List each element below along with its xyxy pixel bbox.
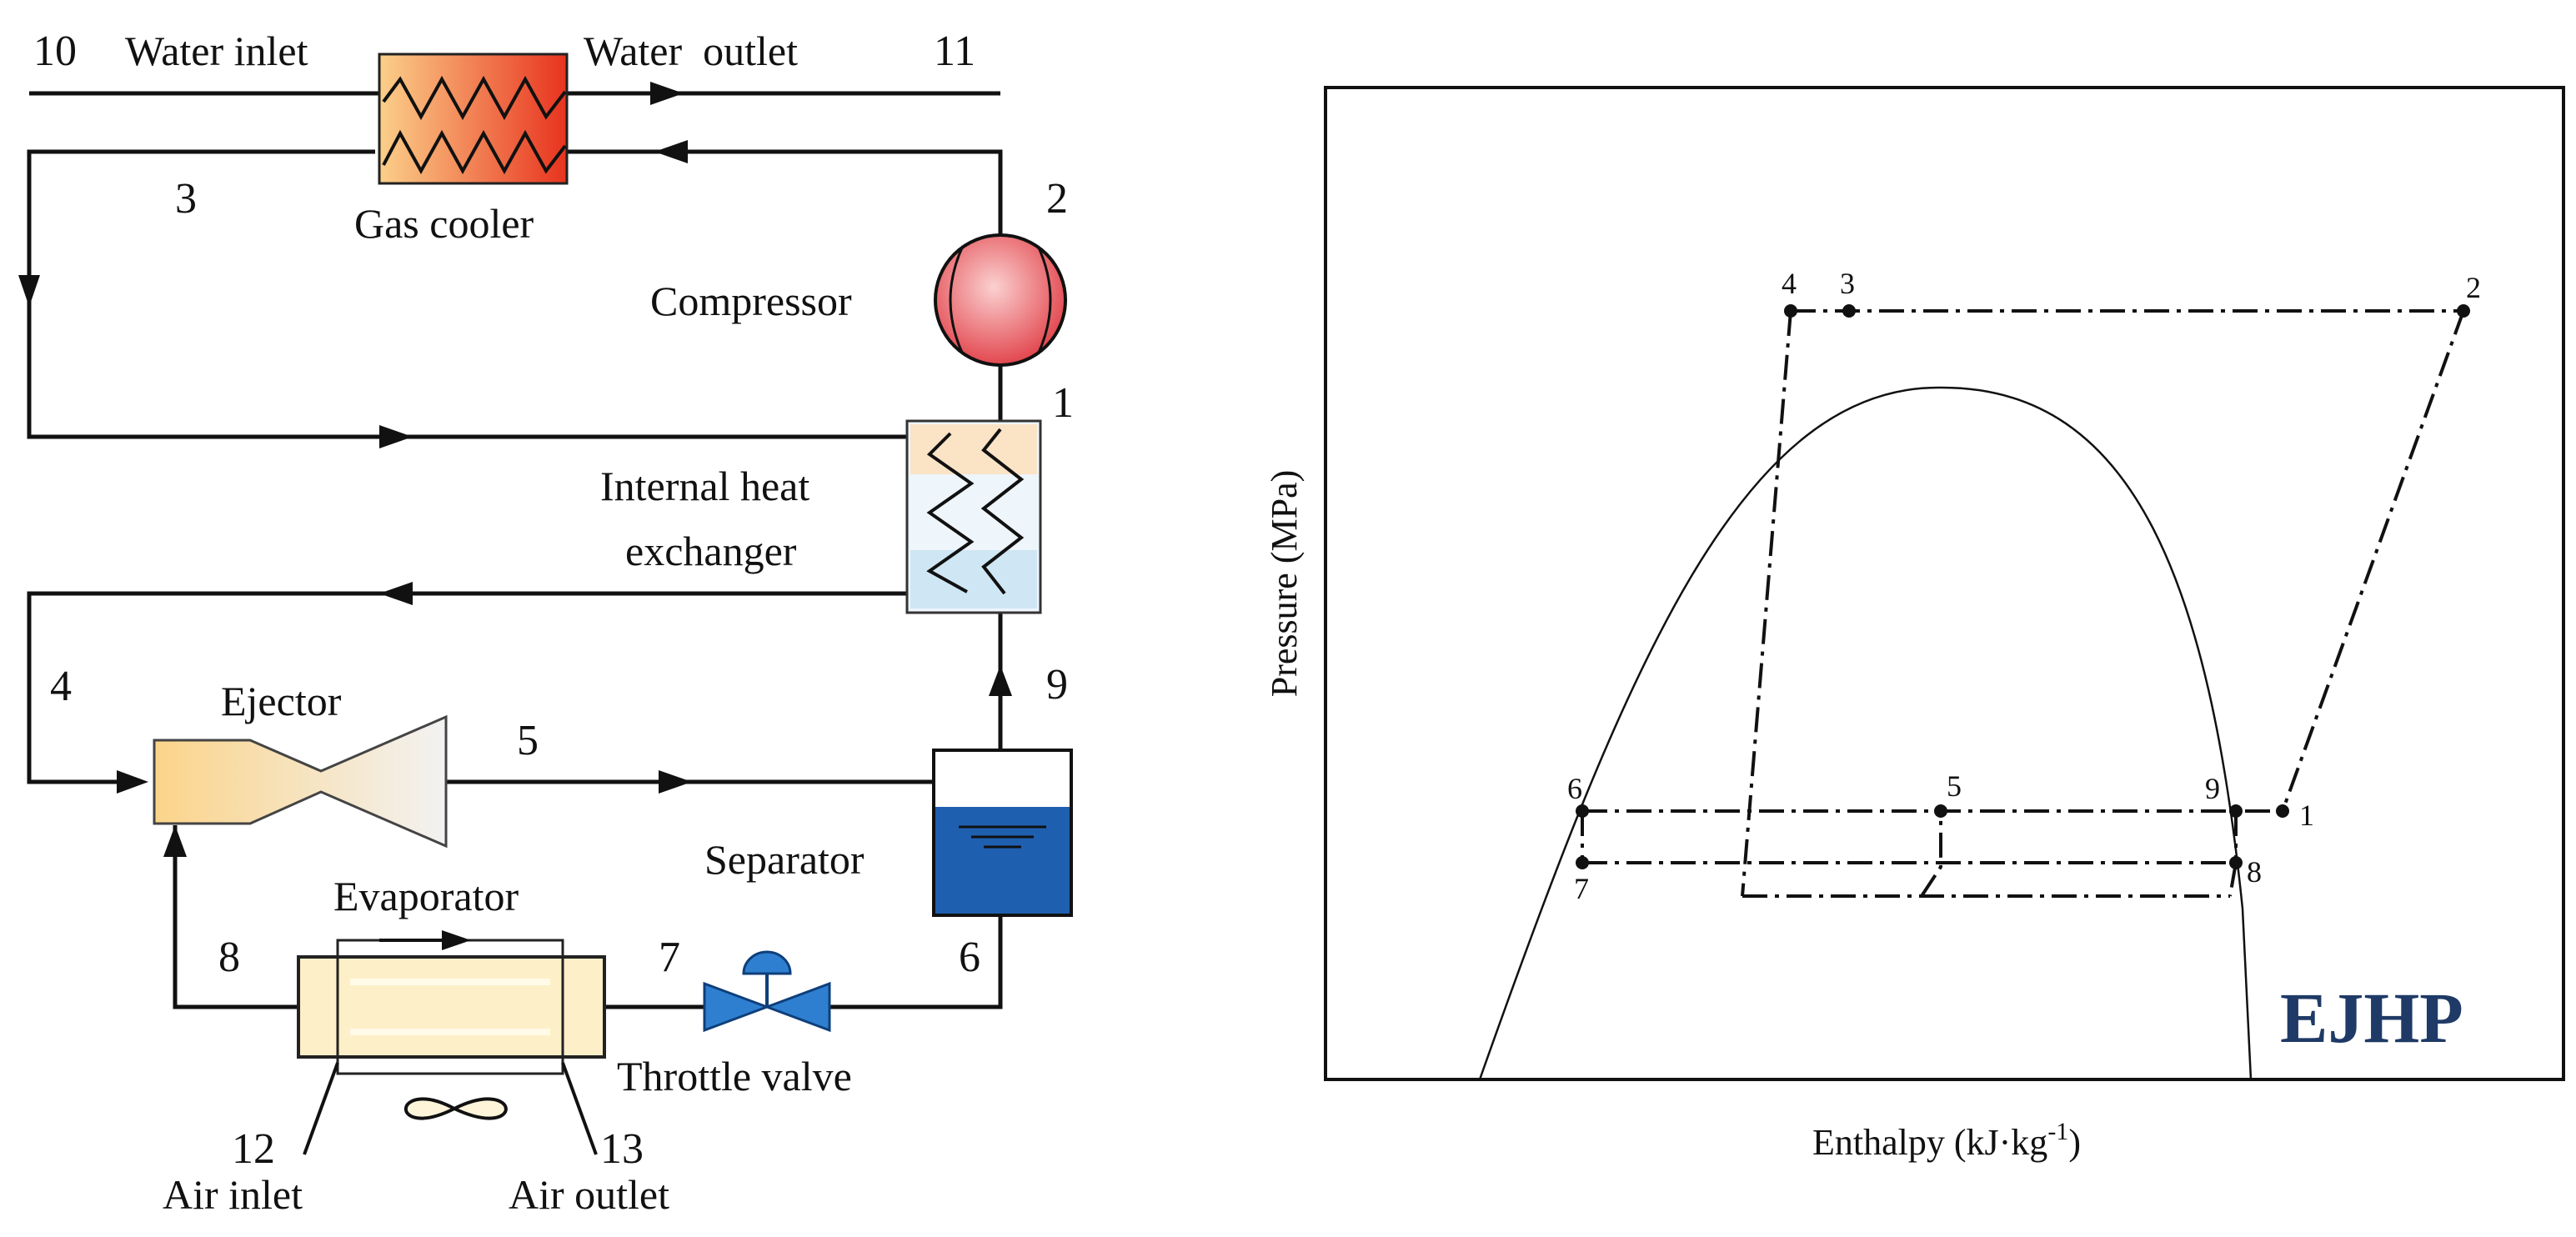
ph-diagram: 4 3 2 6 5 9 1 7 8 EJHP Pressure (MPa) En… bbox=[1264, 86, 2565, 1163]
state-number-9: 9 bbox=[1046, 661, 1068, 709]
state-label-6: 6 bbox=[1567, 772, 1582, 805]
separator-label: Separator bbox=[704, 836, 865, 883]
state-number-10: 10 bbox=[33, 28, 77, 75]
air-inlet-line bbox=[303, 1062, 339, 1155]
evaporator-label: Evaporator bbox=[333, 873, 519, 919]
evaporator bbox=[297, 930, 606, 1075]
state-label-2: 2 bbox=[2466, 271, 2481, 304]
state-number-2: 2 bbox=[1046, 175, 1068, 223]
ejector bbox=[153, 714, 448, 849]
x-axis-label-main: Enthalpy (kJ·kg bbox=[1812, 1122, 2047, 1163]
state-point-5 bbox=[1934, 804, 1947, 818]
throttle-valve-label: Throttle valve bbox=[617, 1053, 852, 1099]
x-axis-label-end: ) bbox=[2068, 1122, 2081, 1163]
water-flow-arrow bbox=[650, 82, 684, 105]
state-label-8: 8 bbox=[2247, 855, 2262, 889]
x-axis-label: Enthalpy (kJ·kg-1) bbox=[1812, 1118, 2081, 1163]
arrow-pipe-4-left bbox=[379, 582, 413, 605]
cycle-diffuser-line bbox=[1920, 811, 1942, 898]
saturation-dome bbox=[1478, 386, 2253, 1080]
state-point-9 bbox=[2229, 804, 2243, 818]
compressor bbox=[934, 233, 1067, 367]
fan-icon bbox=[403, 1097, 508, 1120]
state-label-1: 1 bbox=[2299, 799, 2314, 832]
state-number-5: 5 bbox=[517, 717, 539, 764]
state-label-5: 5 bbox=[1947, 769, 1962, 803]
ejector-label: Ejector bbox=[221, 678, 342, 724]
pipe-ihx-to-4 bbox=[27, 591, 907, 784]
air-outlet-label: Air outlet bbox=[509, 1171, 669, 1218]
water-inlet-label: Water inlet bbox=[125, 28, 308, 74]
state-point-3 bbox=[1842, 304, 1856, 318]
state-point-7 bbox=[1576, 856, 1589, 869]
state-number-6: 6 bbox=[959, 934, 980, 981]
state-label-4: 4 bbox=[1782, 267, 1797, 300]
pipe-8-to-ejector bbox=[173, 825, 298, 1009]
system-schematic: Water inlet Water outlet Gas cooler Comp… bbox=[18, 28, 1074, 1218]
state-number-11: 11 bbox=[934, 28, 975, 75]
state-number-4: 4 bbox=[50, 663, 72, 710]
gas-cooler-label: Gas cooler bbox=[354, 200, 534, 247]
arrow-pipe-3-right bbox=[379, 425, 413, 448]
state-point-8 bbox=[2229, 856, 2243, 869]
state-point-4 bbox=[1784, 304, 1797, 318]
y-axis-label: Pressure (MPa) bbox=[1264, 470, 1305, 698]
throttle-valve bbox=[703, 950, 831, 1033]
arrow-into-gascooler bbox=[654, 140, 688, 163]
arrow-pipe-5 bbox=[659, 770, 692, 794]
state-number-8: 8 bbox=[218, 934, 240, 981]
pipe-6-to-valve bbox=[829, 915, 1003, 1009]
state-point-1 bbox=[2276, 804, 2289, 818]
ihx-label-line2: exchanger bbox=[625, 528, 797, 574]
arrow-pipe-9-up bbox=[989, 665, 1012, 696]
arrow-pipe-8-up bbox=[163, 825, 187, 857]
state-label-3: 3 bbox=[1840, 267, 1855, 300]
state-point-2 bbox=[2457, 304, 2470, 318]
internal-heat-exchanger bbox=[905, 419, 1042, 614]
cycle-isenthalpic-expansion bbox=[1741, 310, 1792, 897]
state-number-7: 7 bbox=[659, 934, 680, 981]
ihx-label-line1: Internal heat bbox=[600, 463, 809, 509]
ejhp-watermark: EJHP bbox=[2280, 978, 2463, 1058]
state-number-1: 1 bbox=[1052, 379, 1074, 427]
separator bbox=[932, 749, 1073, 917]
state-number-3: 3 bbox=[175, 175, 197, 223]
arrow-into-ejector bbox=[117, 770, 148, 794]
ph-plot-frame bbox=[1324, 86, 2565, 1081]
state-number-13: 13 bbox=[600, 1125, 644, 1173]
water-outlet-label: Water outlet bbox=[584, 28, 798, 74]
state-number-12: 12 bbox=[232, 1125, 275, 1173]
air-outlet-line bbox=[561, 1062, 598, 1155]
x-axis-label-sup: -1 bbox=[2047, 1118, 2068, 1145]
gas-cooler bbox=[378, 53, 569, 185]
cycle-compression-line bbox=[2281, 310, 2465, 812]
state-point-6 bbox=[1576, 804, 1589, 818]
arrow-pipe-3-down bbox=[18, 275, 40, 307]
compressor-label: Compressor bbox=[650, 278, 852, 324]
pipe-2-to-gascooler bbox=[567, 149, 1003, 238]
state-label-7: 7 bbox=[1574, 872, 1589, 905]
air-inlet-label: Air inlet bbox=[163, 1171, 303, 1218]
state-label-9: 9 bbox=[2205, 772, 2220, 805]
